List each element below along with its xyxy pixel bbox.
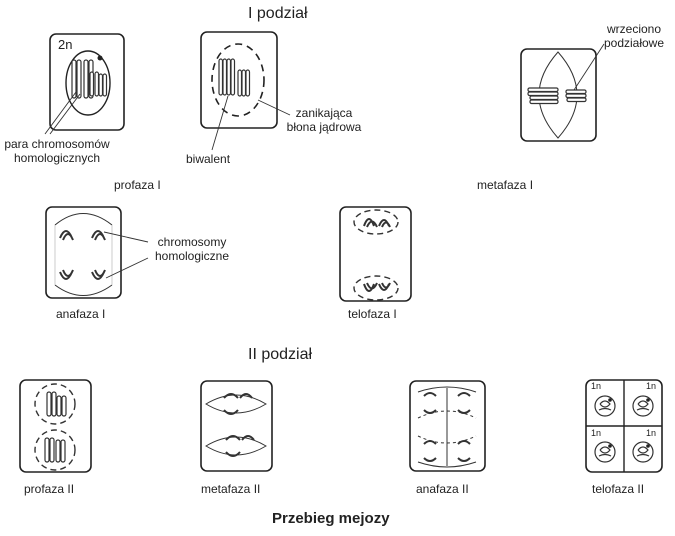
cell-prophase-1 bbox=[44, 33, 125, 135]
ploidy-1n-label-tr: 1n bbox=[646, 381, 657, 391]
cell-prophase-2 bbox=[19, 379, 92, 473]
stage-label-prophase-2: profaza II bbox=[24, 482, 75, 496]
stage-label-anaphase-2: anafaza II bbox=[416, 482, 469, 496]
ploidy-1n-label-bl: 1n bbox=[591, 428, 602, 438]
vanishing-envelope-line1: zanikająca bbox=[295, 106, 353, 120]
spindle-annotation: wrzeciono podziałowe bbox=[596, 22, 672, 50]
bivalent-left bbox=[218, 58, 236, 96]
nucleolus bbox=[97, 55, 103, 61]
stage-label-metaphase-2: metafaza II bbox=[201, 482, 261, 496]
spindle bbox=[538, 51, 578, 139]
stage-label-anaphase-1: anafaza I bbox=[56, 307, 106, 321]
homologous-pair-line2: homologicznych bbox=[13, 151, 101, 165]
vanishing-envelope-annotation: zanikająca błona jądrowa bbox=[282, 106, 366, 134]
homologous-chromosomes-line1: chromosomy bbox=[157, 235, 227, 249]
stage-label-prophase-1: profaza I bbox=[114, 178, 161, 192]
cell-metaphase-2 bbox=[200, 380, 273, 472]
cell-telophase-2 bbox=[585, 379, 663, 473]
diagram-caption: Przebieg mejozy bbox=[272, 510, 390, 527]
cell-metaphase-1 bbox=[520, 43, 605, 142]
stage-label-telophase-1: telofaza I bbox=[348, 307, 397, 321]
vanishing-envelope bbox=[211, 43, 265, 117]
homologous-chromosomes-line2: homologiczne bbox=[154, 249, 230, 263]
bivalents-on-plate bbox=[527, 87, 587, 105]
vanishing-envelope-line2: błona jądrowa bbox=[286, 120, 362, 134]
cell-bivalent bbox=[200, 31, 291, 151]
nucleus bbox=[65, 50, 111, 116]
first-division-heading: I podział bbox=[248, 5, 308, 22]
ploidy-1n-label-br: 1n bbox=[646, 428, 657, 438]
stage-label-metaphase-1: metafaza I bbox=[477, 178, 534, 192]
spindle-line2: podziałowe bbox=[603, 36, 665, 50]
chromosome-pair-short bbox=[89, 71, 108, 97]
ploidy-2n-label: 2n bbox=[58, 37, 73, 52]
homologous-chromosomes-annotation: chromosomy homologiczne bbox=[146, 235, 238, 263]
cell-anaphase-1 bbox=[45, 206, 149, 299]
homologous-pair-annotation: para chromosomów homologicznych bbox=[2, 137, 112, 165]
bivalent-annotation: biwalent bbox=[186, 152, 231, 166]
stage-label-telophase-2: telofaza II bbox=[592, 482, 645, 496]
ploidy-1n-label-tl: 1n bbox=[591, 381, 602, 391]
bivalent-right bbox=[237, 69, 251, 97]
spindle-line1: wrzeciono bbox=[606, 22, 662, 36]
second-division-heading: II podział bbox=[248, 346, 313, 363]
cell-telophase-1 bbox=[339, 206, 412, 302]
homologous-pair-line1: para chromosomów bbox=[4, 137, 110, 151]
cell-anaphase-2 bbox=[409, 380, 486, 472]
